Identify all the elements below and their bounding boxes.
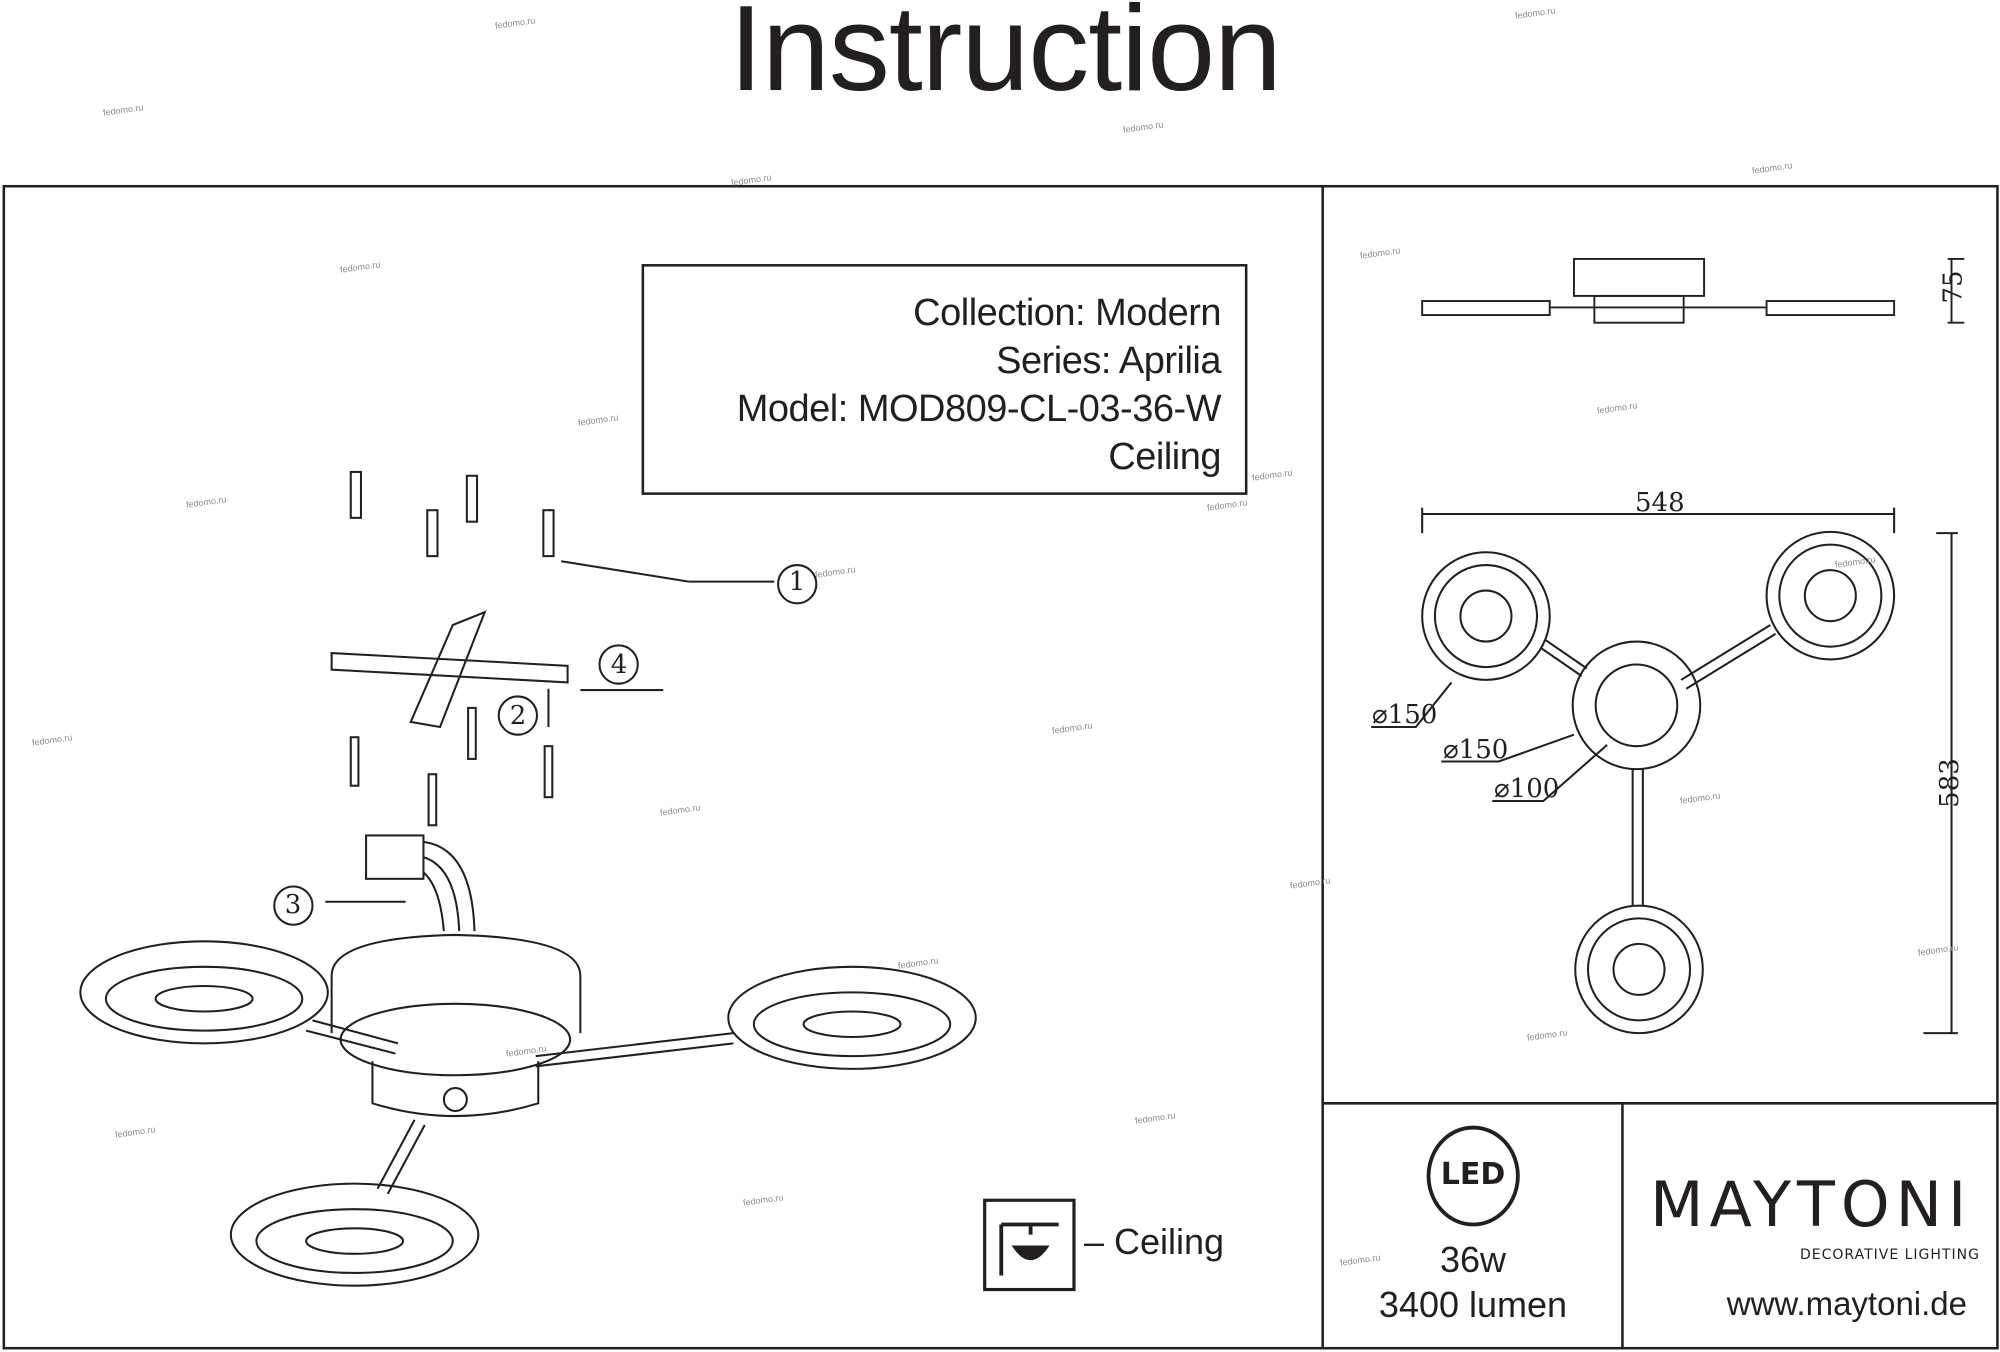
maytoni-logo: MAYTONI <box>1650 1168 1973 1241</box>
step-2-number: 2 <box>509 701 527 731</box>
mounting-bracket <box>330 610 569 729</box>
outer-frame <box>2 184 1999 1350</box>
center-outer-diameter: ⌀150 <box>1443 735 1509 765</box>
step-1-number: 1 <box>788 567 806 597</box>
width-dimension: 548 <box>1635 488 1685 518</box>
step-1-marker <box>777 564 818 605</box>
page-title: Instruction <box>729 0 1282 116</box>
terminal-block <box>365 834 425 880</box>
step-4-marker <box>598 644 639 685</box>
power-value: 36w <box>1439 1239 1507 1280</box>
top-view-drawing <box>1371 507 1958 1035</box>
step-3-marker <box>273 885 314 926</box>
ceiling-legend: – Ceiling <box>1084 1221 1225 1262</box>
mounting-label: Ceiling <box>1108 436 1221 478</box>
wall-anchors <box>349 470 555 558</box>
height-dimension: 75 <box>1938 270 1969 304</box>
exploded-assembly-drawing <box>79 470 1520 1292</box>
info-box <box>641 264 1248 495</box>
length-dimension: 583 <box>1934 758 1965 808</box>
step-3-number: 3 <box>284 890 302 920</box>
led-icon <box>1426 1125 1520 1227</box>
center-inner-diameter: ⌀100 <box>1494 774 1560 804</box>
led-badge-text: LED <box>1440 1157 1506 1192</box>
lumen-value: 3400 lumen <box>1378 1284 1568 1325</box>
step-4-number: 4 <box>610 650 628 680</box>
brand-tagline: DECORATIVE LIGHTING <box>1800 1247 1980 1263</box>
ring-diameter: ⌀150 <box>1372 700 1438 730</box>
side-view-drawing <box>1421 257 1965 324</box>
website-link[interactable]: www.maytoni.de <box>1726 1285 1967 1322</box>
screws <box>349 706 554 827</box>
collection-label: Collection: Modern <box>913 292 1221 334</box>
ceiling-mount-icon <box>983 1198 1076 1292</box>
step-2-marker <box>497 695 539 736</box>
model-label: Model: MOD809-CL-03-36-W <box>736 388 1222 430</box>
series-label: Series: Aprilia <box>996 340 1221 382</box>
